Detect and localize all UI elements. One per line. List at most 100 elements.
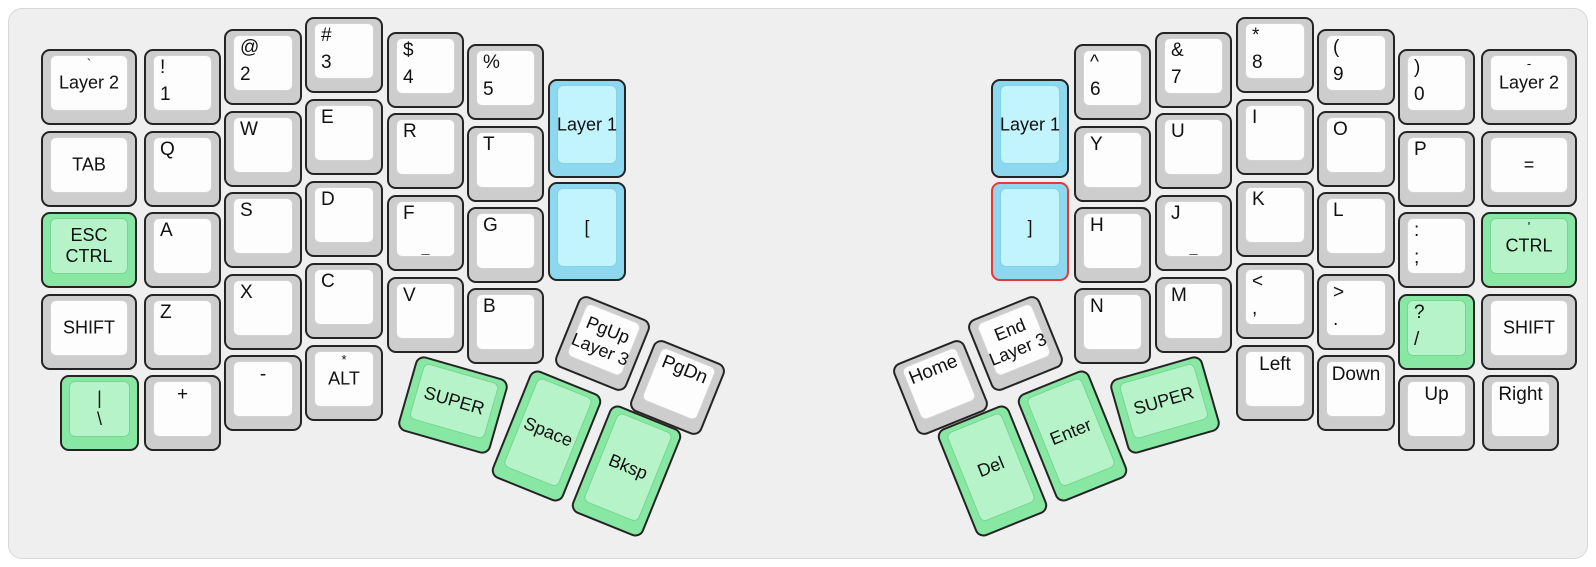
key-comma[interactable]: <,: [1236, 263, 1314, 339]
key-legend-f: F: [403, 203, 415, 224]
key-z[interactable]: Z: [144, 294, 221, 370]
key-r[interactable]: R: [387, 113, 464, 189]
key-equals[interactable]: =: [1481, 131, 1577, 207]
key-s[interactable]: S: [224, 192, 302, 268]
key-down-arrow[interactable]: Down: [1317, 355, 1395, 431]
key-p[interactable]: P: [1398, 131, 1475, 207]
keycap-surface: $4: [396, 38, 455, 94]
key-legend-semicolon: :: [1414, 220, 1420, 241]
key-esc-ctrl[interactable]: ESC CTRL: [41, 212, 137, 288]
key-legend-u: U: [1171, 121, 1185, 142]
key-u[interactable]: U: [1155, 113, 1232, 189]
keycap-surface: -Layer 2: [1490, 55, 1568, 111]
key-pgup-layer3[interactable]: PgUp Layer 3: [552, 293, 653, 394]
key-layer2-left[interactable]: `Layer 2: [41, 49, 137, 125]
keycap-surface: =: [1490, 137, 1568, 193]
key-semicolon[interactable]: :;: [1398, 212, 1475, 288]
key-e[interactable]: E: [305, 99, 383, 175]
key-m[interactable]: M: [1155, 277, 1232, 353]
key-legend-k: K: [1252, 189, 1265, 210]
key-3[interactable]: #3: [305, 17, 383, 93]
keycap-surface: PgDn: [640, 346, 718, 422]
key-layer2-right[interactable]: -Layer 2: [1481, 49, 1577, 125]
key-8[interactable]: *8: [1236, 17, 1314, 93]
keycap-surface: SUPER: [1118, 362, 1210, 440]
key-9[interactable]: (9: [1317, 29, 1395, 105]
key-legend-x: X: [240, 282, 253, 303]
key-quote-ctrl[interactable]: 'CTRL: [1481, 212, 1577, 288]
key-6[interactable]: ^6: [1074, 44, 1151, 120]
key-f[interactable]: F_: [387, 195, 464, 271]
keycap-surface: P: [1407, 137, 1466, 193]
key-x[interactable]: X: [224, 274, 302, 350]
key-plus[interactable]: +: [144, 375, 221, 451]
keycap-surface: TAB: [50, 137, 128, 193]
key-legend-3: 3: [321, 52, 332, 73]
key-super-left[interactable]: SUPER: [396, 354, 510, 456]
key-legend-8: *: [1252, 25, 1260, 46]
key-layer1-right[interactable]: Layer 1: [991, 79, 1069, 178]
keycap-surface: Bksp: [582, 411, 674, 523]
key-question-slash[interactable]: ?/: [1398, 294, 1475, 370]
key-5[interactable]: %5: [467, 44, 544, 120]
key-d[interactable]: D: [305, 181, 383, 257]
key-l[interactable]: L: [1317, 192, 1395, 268]
key-t[interactable]: T: [467, 126, 544, 202]
key-up-arrow[interactable]: Up: [1398, 375, 1475, 451]
key-legend-3: #: [321, 25, 332, 46]
key-legend-down-arrow: Down: [1331, 364, 1381, 385]
key-w[interactable]: W: [224, 111, 302, 187]
key-legend-7: 7: [1171, 67, 1182, 88]
key-legend-5: %: [483, 52, 500, 73]
key-legend-super-right: SUPER: [1131, 382, 1197, 419]
key-i[interactable]: I: [1236, 99, 1314, 175]
key-j[interactable]: J_: [1155, 195, 1232, 271]
keycap-surface: PgUp Layer 3: [565, 302, 643, 378]
key-n[interactable]: N: [1074, 288, 1151, 364]
key-close-bracket[interactable]: ]: [991, 182, 1069, 281]
key-c[interactable]: C: [305, 263, 383, 339]
key-right-arrow[interactable]: Right: [1482, 375, 1559, 451]
key-2[interactable]: @2: [224, 29, 302, 105]
key-minus[interactable]: -: [224, 355, 302, 431]
key-alt[interactable]: *ALT: [305, 345, 383, 421]
key-4[interactable]: $4: [387, 32, 464, 108]
key-left-arrow[interactable]: Left: [1236, 345, 1314, 421]
key-legend-open-bracket: [: [584, 216, 590, 237]
keycap-surface: End Layer 3: [975, 302, 1053, 378]
key-legend-enter: Enter: [1047, 414, 1095, 450]
key-legend-layer1-left: Layer 1: [556, 113, 618, 134]
key-q[interactable]: Q: [144, 131, 221, 207]
keycap-surface: N: [1083, 294, 1142, 350]
key-0[interactable]: )0: [1398, 49, 1475, 125]
key-o[interactable]: O: [1317, 111, 1395, 187]
key-legend-8: 8: [1252, 52, 1263, 73]
keycap-surface: >.: [1326, 280, 1386, 336]
key-1[interactable]: !1: [144, 49, 221, 125]
key-legend-0: ): [1414, 57, 1421, 78]
key-pipe-backslash[interactable]: | \: [60, 375, 139, 451]
key-end-layer3[interactable]: End Layer 3: [965, 293, 1066, 394]
key-g[interactable]: G: [467, 207, 544, 283]
keycap-surface: M: [1164, 283, 1223, 339]
key-v[interactable]: V: [387, 277, 464, 353]
key-period[interactable]: >.: [1317, 274, 1395, 350]
key-super-right[interactable]: SUPER: [1108, 354, 1222, 456]
key-7[interactable]: &7: [1155, 32, 1232, 108]
key-a[interactable]: A: [144, 212, 221, 288]
key-legend-layer2-left: Layer 2: [58, 72, 120, 93]
key-layer1-left[interactable]: Layer 1: [548, 79, 626, 178]
key-k[interactable]: K: [1236, 181, 1314, 257]
key-legend-m: M: [1171, 285, 1187, 306]
key-legend-f: _: [421, 239, 430, 255]
key-legend-i: I: [1252, 107, 1258, 128]
key-tab[interactable]: TAB: [41, 131, 137, 207]
key-open-bracket[interactable]: [: [548, 182, 626, 281]
key-b[interactable]: B: [467, 288, 544, 364]
key-legend-2: @: [240, 37, 260, 58]
key-shift-right[interactable]: SHIFT: [1481, 294, 1577, 370]
key-h[interactable]: H: [1074, 207, 1151, 283]
key-y[interactable]: Y: [1074, 126, 1151, 202]
key-shift-left[interactable]: SHIFT: [41, 294, 137, 370]
